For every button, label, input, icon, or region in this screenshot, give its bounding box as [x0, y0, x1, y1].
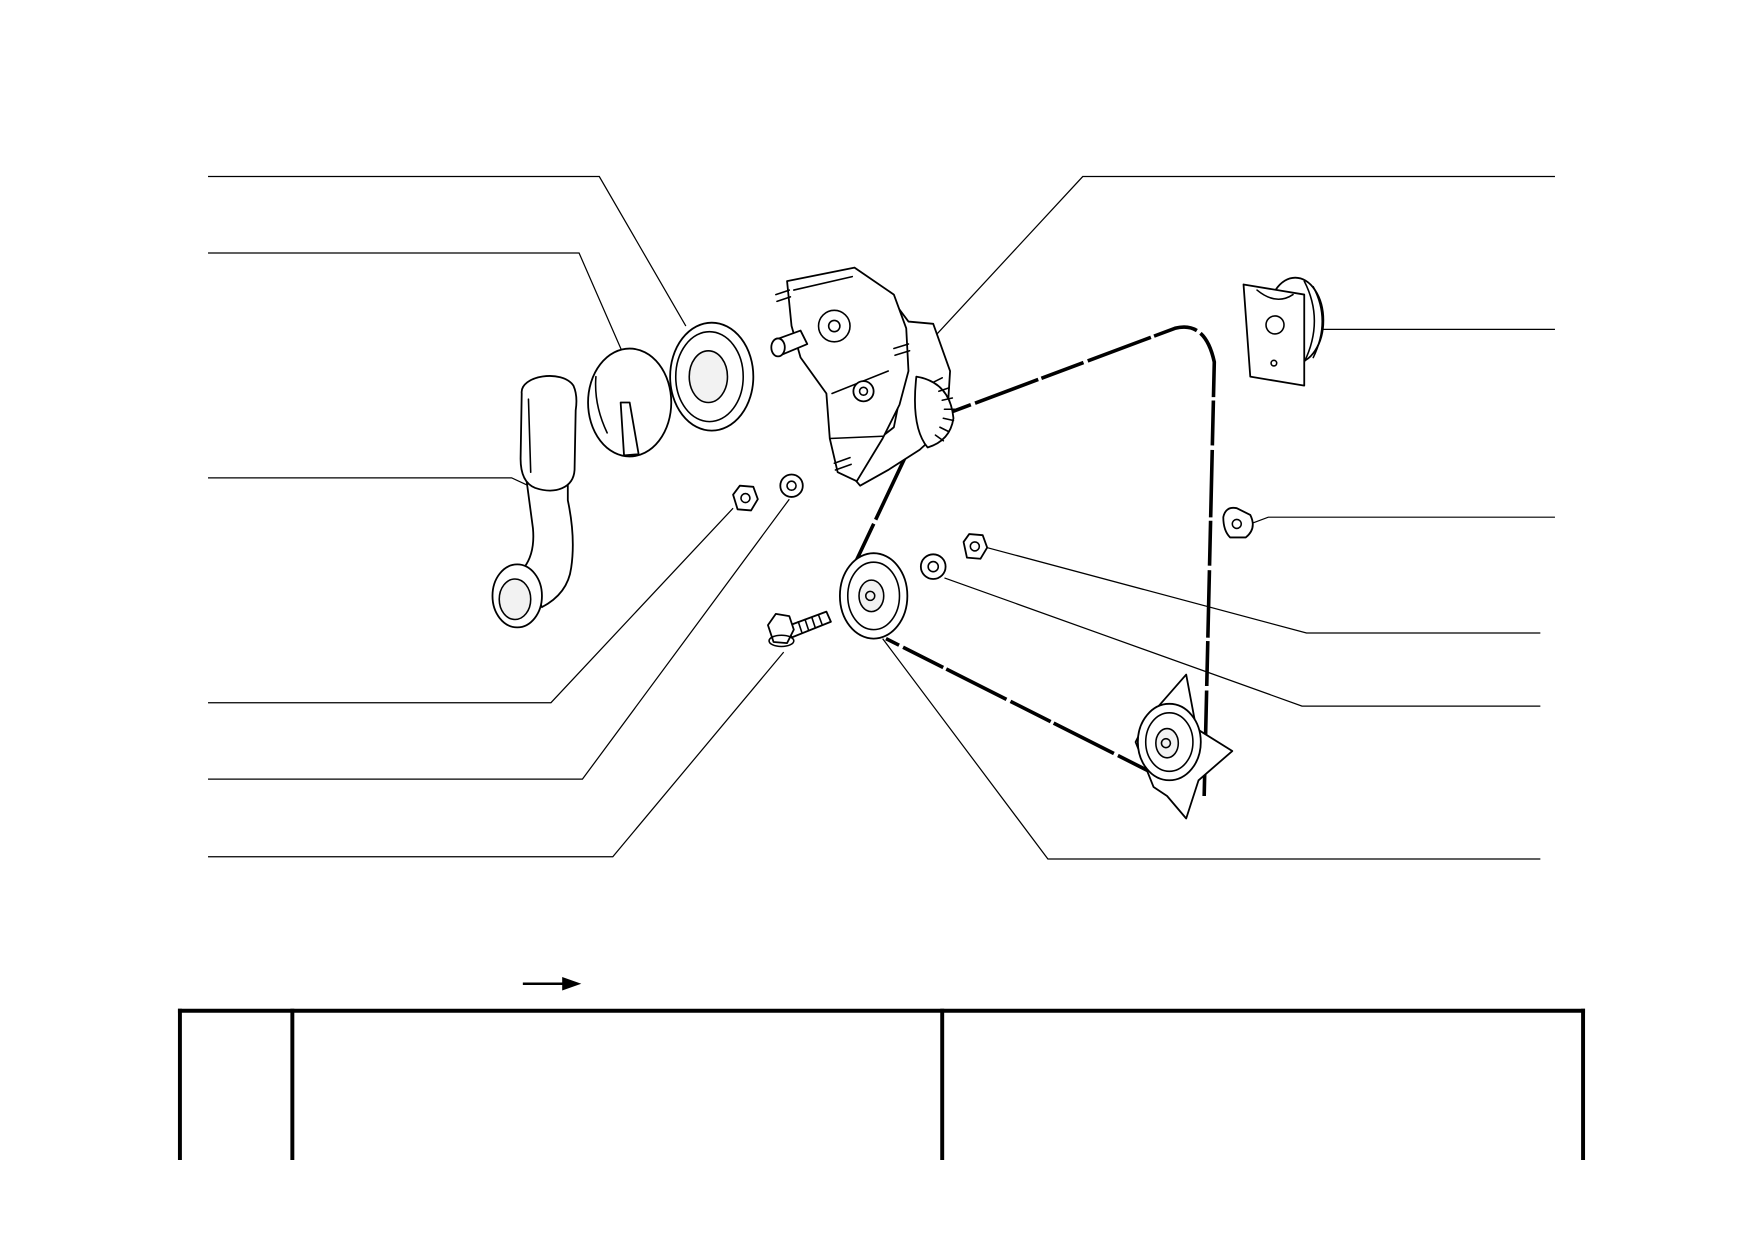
bottom-pulley-bore [1160, 737, 1172, 749]
nut-right-hole [969, 541, 981, 552]
regulator-mechanism [770, 266, 956, 487]
regulator-spindle-end [770, 337, 786, 358]
regulator-drum-hub [827, 319, 841, 333]
idler-pulley [838, 552, 909, 640]
bolt-head [767, 612, 795, 645]
star-washer-right [919, 553, 947, 580]
leader-star-washer-right [944, 577, 1541, 707]
split-washer-edge [594, 375, 608, 434]
regulator-drum [817, 309, 851, 343]
leader-regulator-mechanism [928, 175, 1555, 344]
leader-bolt [208, 651, 785, 858]
leader-idler-pulley [882, 638, 1541, 860]
star-washer-right-hole [927, 560, 940, 573]
nut-right-body [962, 533, 989, 560]
idler-pulley-bore [864, 590, 876, 602]
handle-grip-highlight [527, 398, 532, 474]
regulator-front-plate [786, 266, 910, 483]
title-block-table [177, 1008, 1586, 1161]
seal-ring-rim [674, 330, 744, 423]
bolt-flange [768, 634, 795, 648]
bottom-pulley-assembly [1134, 673, 1234, 820]
bolt [767, 610, 832, 648]
leader-cable-clip [1250, 516, 1555, 525]
arrow-right-icon [522, 977, 582, 991]
split-washer [587, 347, 673, 458]
idler-pulley-hub [858, 579, 885, 613]
star-washer-right-body [919, 553, 947, 580]
regulator-stud-top [775, 289, 792, 303]
leader-nut-left [208, 507, 734, 704]
leader-lines-right [882, 175, 1555, 860]
bottom-pulley-hub [1155, 727, 1180, 759]
bolt-thread-lines [797, 614, 823, 633]
top-pulley-hub [1265, 315, 1285, 335]
regulator-stud-right [893, 343, 911, 357]
handle-grip [519, 375, 578, 492]
cable-clip-hole [1231, 518, 1243, 530]
bolt-thread [786, 610, 832, 639]
leader-lines-left [208, 175, 790, 858]
cable-clip [1222, 506, 1254, 539]
leader-nut-right [982, 545, 1541, 634]
leader-split-washer [208, 252, 623, 352]
star-washer-left [779, 473, 804, 498]
regulator-stud-bottom [833, 456, 852, 471]
nut-left [732, 484, 759, 512]
cable-right-strand [928, 325, 1217, 797]
star-washer-left-body [779, 473, 804, 498]
seal-ring [669, 321, 755, 432]
leader-seal-ring [208, 175, 687, 327]
regulator-gear-teeth [932, 376, 956, 442]
handle-knob-face [498, 578, 532, 621]
top-pulley-rivet [1270, 359, 1278, 367]
nut-left-body [732, 484, 759, 512]
split-washer-slot [619, 401, 640, 457]
top-pulley-plate [1242, 283, 1306, 387]
cable-clip-body [1222, 506, 1254, 539]
seal-ring-hole [688, 350, 729, 404]
top-pulley-groove [1303, 280, 1323, 363]
regulator-mount-hole [852, 380, 875, 403]
idler-pulley-groove [846, 561, 901, 631]
star-washer-left-hole [786, 480, 797, 491]
top-pulley-plate-tab [1256, 289, 1294, 300]
regulator-mount-hole-inner [858, 386, 869, 396]
nut-left-hole [740, 492, 751, 504]
nut-right [962, 533, 989, 560]
bottom-pulley-groove [1144, 712, 1194, 773]
leader-star-washer-left [208, 498, 790, 780]
window-crank-handle [491, 375, 578, 629]
top-pulley-assembly [1242, 276, 1325, 387]
cable-bottom-strand [885, 637, 1159, 778]
leader-handle [208, 477, 529, 487]
arrow-head [562, 977, 582, 991]
